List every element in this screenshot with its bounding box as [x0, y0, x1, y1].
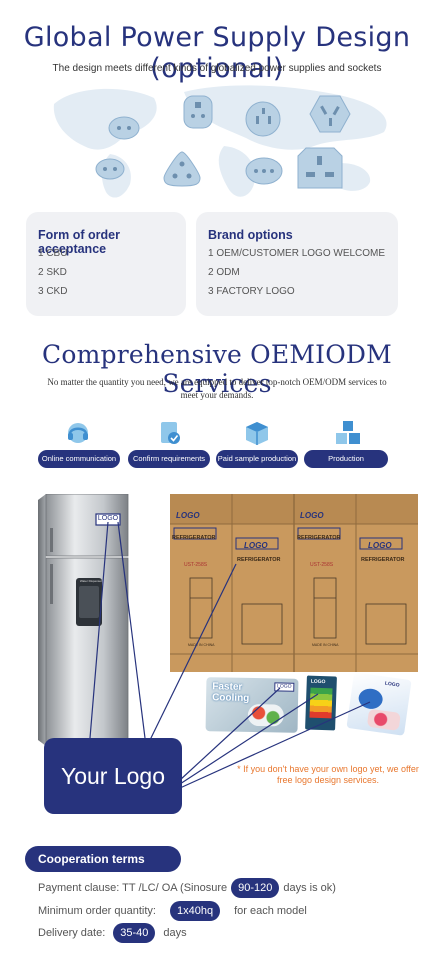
box-label: REFRIGERATOR: [297, 535, 341, 541]
cooperation-terms-heading: Cooperation terms: [25, 846, 181, 872]
order-option: 2 SKD: [38, 267, 67, 278]
box-logo: LOGO: [368, 541, 392, 550]
carton-boxes-illustration: [170, 494, 418, 672]
brand-option: 1 OEM/CUSTOMER LOGO WELCOME: [208, 248, 386, 259]
order-acceptance-heading: Form of order acceptance: [38, 228, 120, 256]
moq-row: Minimum order quantity: 1x40hq for each mo…: [38, 901, 307, 921]
step-paid-sample-production: Paid sample production: [216, 450, 298, 468]
refrigerator-illustration: [38, 494, 129, 747]
box-logo: LOGO: [300, 511, 324, 520]
services-title: Comprehensive OEMIODM Services: [42, 340, 392, 398]
power-title: Global Power Supply Design (optional): [23, 22, 411, 84]
payment-clause-label: Payment clause: TT /LC/ OA (Sinosure: [38, 882, 228, 894]
brand-option: 3 FACTORY LOGO: [208, 286, 295, 297]
box-label: REFRIGERATOR: [361, 557, 405, 563]
boxes-icon: [336, 421, 360, 444]
moq-suffix: for each model: [234, 905, 307, 917]
order-option: 1 CBU: [38, 248, 68, 259]
socket-icon: [245, 101, 281, 137]
socket-icon: [108, 116, 140, 140]
delivery-row: Delivery date: 35-40 days: [38, 923, 187, 943]
clipboard-check-icon: [161, 422, 180, 444]
brand-option: 2 ODM: [208, 267, 240, 278]
fridge-logo-label: LOGO: [97, 515, 119, 522]
moq-label: Minimum order quantity:: [38, 905, 156, 917]
moq-badge: 1x40hq: [170, 901, 221, 921]
headset-icon: [68, 423, 88, 443]
box-logo: LOGO: [244, 541, 268, 550]
box-model: UST-258S: [310, 562, 334, 568]
box-label: REFRIGERATOR: [237, 557, 281, 563]
socket-icon: [95, 158, 125, 180]
payment-clause-suffix: days is ok): [283, 882, 336, 894]
delivery-suffix: days: [163, 927, 187, 939]
box-model: UST-258S: [184, 562, 208, 568]
socket-icon: [245, 157, 283, 185]
logo-connector-lines: [89, 521, 371, 789]
order-option: 3 CKD: [38, 286, 68, 297]
payment-days-badge: 90-120: [231, 878, 280, 898]
brand-options-card: Brand options 1 OEM/CUSTOMER LOGO WELCOM…: [196, 212, 398, 316]
box-logo: LOGO: [176, 511, 200, 520]
box-icon: [246, 422, 268, 445]
world-map-socket-illustration: [53, 85, 387, 198]
step-online-communication: Online communication: [38, 450, 120, 468]
socket-icon: [297, 147, 343, 189]
socket-icon: [183, 95, 213, 129]
box-label: REFRIGERATOR: [172, 535, 216, 541]
free-logo-note: * If you don't have your own logo yet, w…: [237, 764, 419, 785]
brand-options-heading: Brand options: [208, 228, 293, 242]
box-made-label: MADE IN CHINA: [312, 643, 339, 647]
your-logo-badge: Your Logo: [44, 738, 182, 814]
dispenser-label: Water Dispenser: [79, 579, 103, 583]
socket-icon: [163, 151, 201, 187]
delivery-label: Delivery date:: [38, 927, 106, 939]
services-subtitle: No matter the quantity you need, we are …: [47, 377, 387, 400]
order-acceptance-card: Form of order acceptance 1 CBU 2 SKD 3 C…: [26, 212, 186, 316]
step-production: Production: [304, 450, 388, 468]
delivery-badge: 35-40: [113, 923, 156, 943]
socket-icon: [309, 95, 351, 133]
power-subtitle: The design meets different kinds of glob…: [52, 63, 382, 74]
step-confirm-requirements: Confirm requirements: [128, 450, 210, 468]
box-made-label: MADE IN CHINA: [188, 643, 215, 647]
